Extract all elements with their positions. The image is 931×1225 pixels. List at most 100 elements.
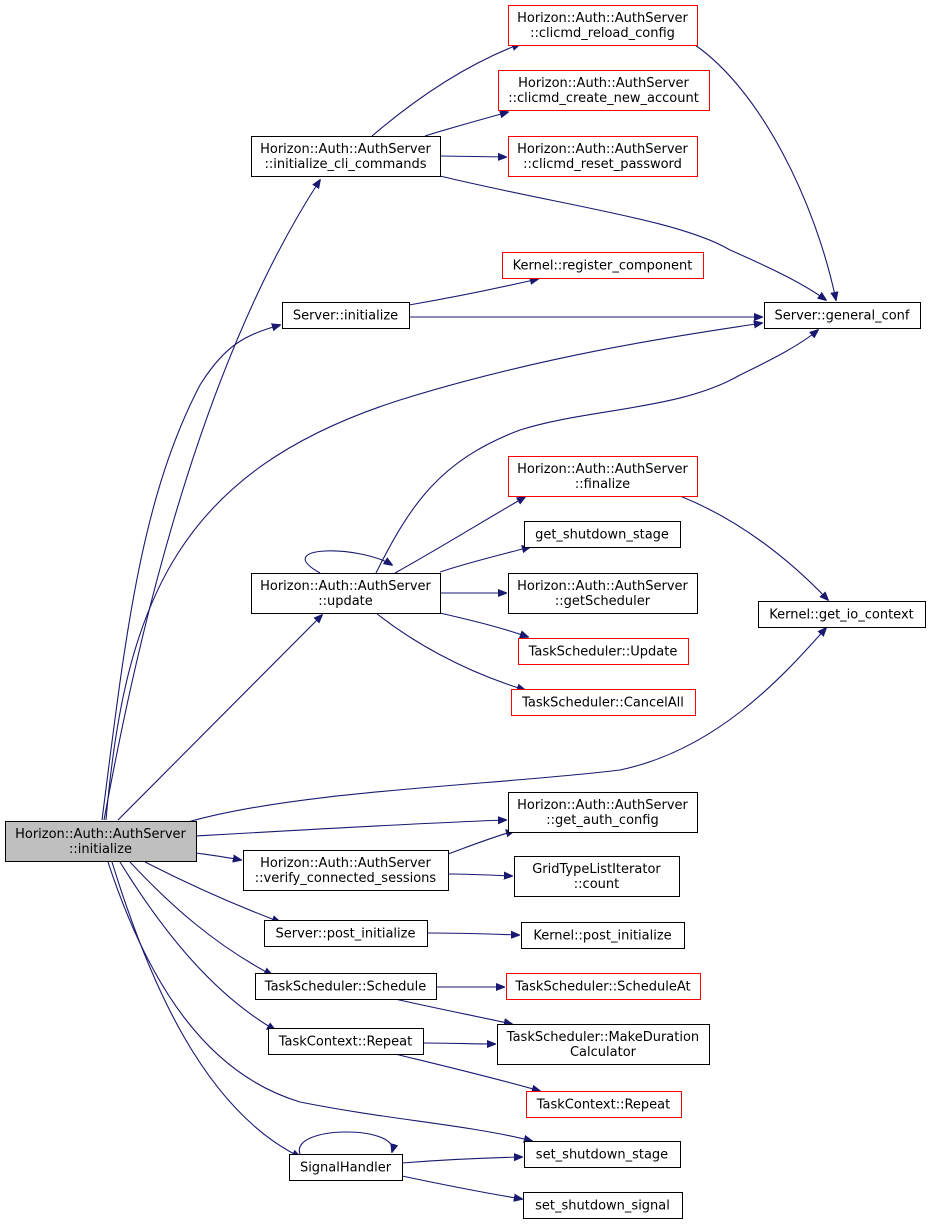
node-kernel_post_init[interactable]: Kernel::post_initialize	[521, 922, 685, 949]
node-box	[264, 920, 428, 947]
node-get_auth_config[interactable]: Horizon::Auth::AuthServer::get_auth_conf…	[508, 792, 698, 833]
node-label: Calculator	[570, 1045, 637, 1060]
node-box	[511, 689, 696, 716]
node-update[interactable]: Horizon::Auth::AuthServer::update	[251, 573, 441, 614]
node-server_initialize[interactable]: Server::initialize	[282, 302, 410, 329]
node-verify_sessions[interactable]: Horizon::Auth::AuthServer::verify_connec…	[243, 850, 449, 891]
node-box	[251, 136, 441, 177]
node-label: Horizon::Auth::AuthServer	[517, 579, 688, 594]
edge-init_cli-to-reload_config	[371, 44, 520, 137]
edge-line	[375, 612, 525, 690]
node-label: Horizon::Auth::AuthServer	[260, 142, 431, 157]
node-ts_schedule_at[interactable]: TaskScheduler::ScheduleAt	[506, 973, 701, 1000]
node-label: get_shutdown_stage	[535, 528, 669, 543]
edge-line	[439, 612, 528, 637]
node-tc_repeat_trunc[interactable]: TaskContext::Repeat	[526, 1091, 682, 1118]
node-init_cli[interactable]: Horizon::Auth::AuthServer::initialize_cl…	[251, 136, 441, 177]
edge-ts_schedule-to-ts_make_duration	[394, 998, 512, 1024]
node-box	[497, 1024, 710, 1065]
node-label: TaskContext::Repeat	[536, 1098, 671, 1113]
node-label: ::clicmd_create_new_account	[508, 91, 699, 106]
edge-verify_sessions-to-get_auth_config	[447, 831, 514, 855]
edge-line	[426, 933, 519, 935]
edge-line	[439, 156, 506, 157]
node-grid_count[interactable]: GridTypeListIterator::count	[514, 856, 680, 897]
node-register_component[interactable]: Kernel::register_component	[502, 252, 704, 279]
node-label: Horizon::Auth::AuthServer	[517, 142, 688, 157]
edge-line	[401, 1157, 522, 1164]
node-label: ::finalize	[575, 477, 630, 492]
edge-line	[679, 495, 828, 600]
node-box	[282, 302, 410, 329]
node-label: ::clicmd_reset_password	[523, 157, 682, 172]
node-box	[502, 252, 704, 279]
node-box	[508, 792, 698, 833]
edge-update-to-finalize	[394, 497, 525, 574]
node-set_shutdown_stage[interactable]: set_shutdown_stage	[524, 1141, 681, 1168]
edge-init_cli-to-create_account	[424, 112, 508, 137]
edge-update-to-get_shutdown_stage	[439, 547, 530, 573]
node-box	[508, 5, 698, 46]
node-ts_cancel_all[interactable]: TaskScheduler::CancelAll	[511, 689, 696, 716]
node-label: Kernel::get_io_context	[769, 608, 914, 623]
node-finalize[interactable]: Horizon::Auth::AuthServer::finalize	[508, 456, 698, 497]
edge-line	[101, 325, 280, 821]
edge-tc_repeat-to-tc_repeat_trunc	[394, 1053, 540, 1091]
node-label: TaskScheduler::CancelAll	[521, 696, 684, 711]
node-label: Kernel::register_component	[513, 259, 693, 274]
edge-line	[439, 547, 530, 573]
node-ts_schedule[interactable]: TaskScheduler::Schedule	[255, 973, 437, 1000]
node-label: ::clicmd_reload_config	[530, 26, 675, 41]
edge-tc_repeat-to-ts_make_duration	[422, 1043, 495, 1044]
edge-line	[105, 323, 762, 821]
edge-root-to-init_cli	[103, 180, 320, 821]
edge-finalize-to-get_io_context	[679, 495, 828, 600]
node-label: Server::initialize	[293, 309, 398, 324]
node-box	[514, 856, 680, 897]
node-reset_password[interactable]: Horizon::Auth::AuthServer::clicmd_reset_…	[508, 136, 698, 177]
edge-signal_handler-to-set_shutdown_signal	[401, 1175, 522, 1199]
edge-line	[111, 861, 300, 1157]
node-label: TaskScheduler::ScheduleAt	[514, 980, 690, 995]
node-server_post_init[interactable]: Server::post_initialize	[264, 920, 428, 947]
edge-line	[129, 861, 272, 975]
edge-line	[195, 820, 506, 837]
node-tc_repeat[interactable]: TaskContext::Repeat	[268, 1028, 424, 1055]
edge-line	[424, 112, 508, 137]
node-label: Horizon::Auth::AuthServer	[518, 76, 689, 91]
node-box	[518, 638, 689, 665]
edge-line	[394, 998, 512, 1024]
node-box	[268, 1028, 424, 1055]
node-general_conf[interactable]: Server::general_conf	[764, 302, 921, 329]
node-ts_update[interactable]: TaskScheduler::Update	[518, 638, 689, 665]
node-box	[521, 922, 685, 949]
node-get_scheduler[interactable]: Horizon::Auth::AuthServer::getScheduler	[508, 573, 698, 614]
edge-root-to-server_initialize	[101, 325, 280, 821]
edge-root-to-get_io_context	[187, 628, 826, 823]
node-label: GridTypeListIterator	[532, 862, 661, 877]
edge-line	[394, 497, 525, 574]
node-get_shutdown_stage[interactable]: get_shutdown_stage	[524, 521, 681, 548]
node-box	[498, 70, 710, 111]
node-label: Horizon::Auth::AuthServer	[517, 798, 688, 813]
node-signal_handler[interactable]: SignalHandler	[289, 1154, 403, 1181]
node-box	[523, 1192, 683, 1219]
node-label: ::getScheduler	[555, 594, 651, 609]
node-label: SignalHandler	[300, 1161, 392, 1176]
edge-line	[408, 279, 538, 306]
edge-line	[299, 1131, 392, 1155]
edge-server_post_init-to-kernel_post_init	[426, 933, 519, 935]
edge-root-to-server_post_init	[144, 861, 280, 922]
node-root[interactable]: Horizon::Auth::AuthServer::initialize	[5, 821, 197, 862]
node-set_shutdown_signal[interactable]: set_shutdown_signal	[523, 1192, 683, 1219]
node-reload_config[interactable]: Horizon::Auth::AuthServer::clicmd_reload…	[508, 5, 698, 46]
edge-update-to-ts_cancel_all	[375, 612, 525, 690]
node-label: ::initialize_cli_commands	[265, 157, 427, 172]
node-label: Horizon::Auth::AuthServer	[260, 856, 431, 871]
node-get_io_context[interactable]: Kernel::get_io_context	[758, 601, 926, 628]
node-label: Horizon::Auth::AuthServer	[15, 827, 186, 842]
edge-verify_sessions-to-grid_count	[447, 874, 512, 876]
node-create_account[interactable]: Horizon::Auth::AuthServer::clicmd_create…	[498, 70, 710, 111]
node-box	[508, 456, 698, 497]
